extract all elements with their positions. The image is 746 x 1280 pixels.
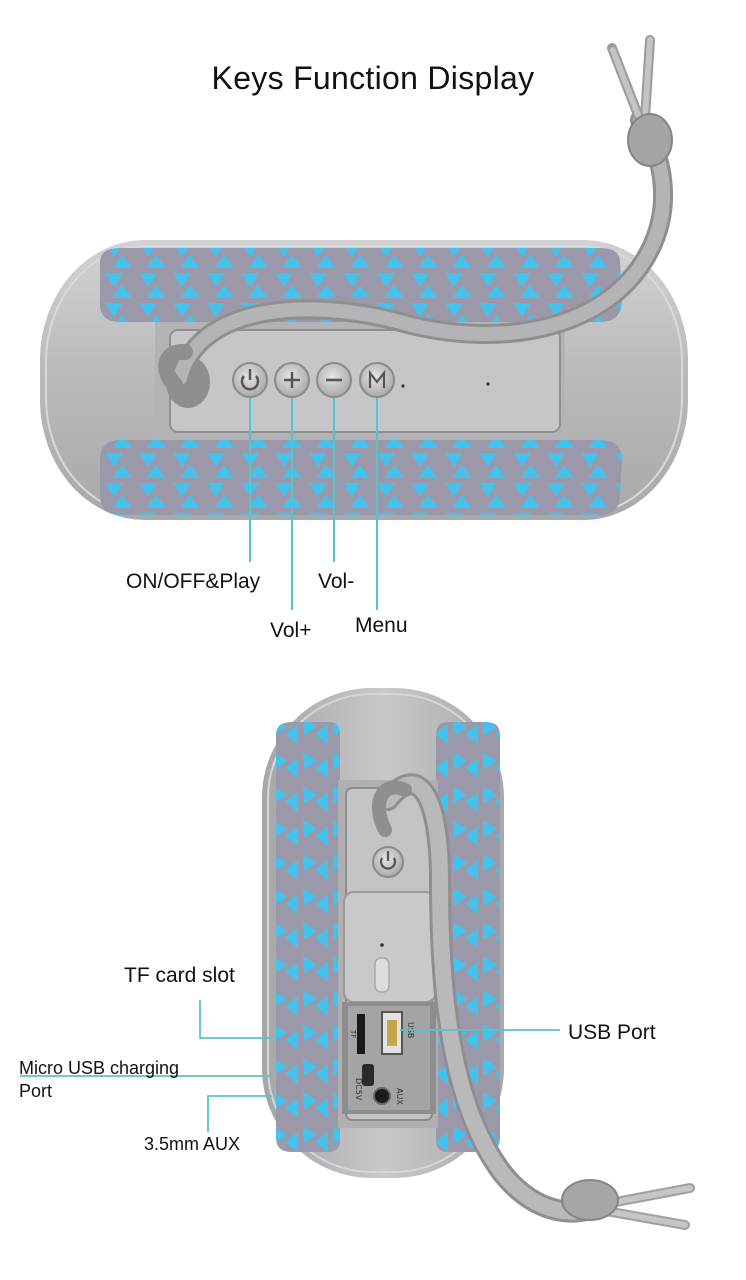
volume-down-button [316, 362, 352, 398]
label-micro-usb-line1: Micro USB charging [19, 1058, 180, 1078]
page-title: Keys Function Display [211, 60, 535, 96]
side-leader-lines [20, 1000, 560, 1132]
speaker-top-view [40, 35, 688, 610]
dc5v-marking: DC5V [354, 1078, 363, 1101]
label-micro-usb-line2: Port [19, 1081, 53, 1101]
strap-top [158, 35, 674, 393]
label-usb-port: USB Port [568, 1021, 656, 1044]
label-tf-card-slot: TF card slot [124, 964, 235, 987]
strap-side [372, 773, 695, 1230]
aux-marking: AUX [395, 1088, 404, 1105]
tf-marking: TF [349, 1029, 357, 1038]
top-leader-lines [249, 398, 378, 610]
label-vol-minus: Vol- [318, 570, 355, 593]
label-menu: Menu [355, 614, 408, 637]
power-button [232, 362, 268, 398]
label-on-off-play: ON/OFF&Play [126, 570, 261, 593]
label-vol-plus: Vol+ [270, 619, 312, 642]
volume-up-button [274, 362, 310, 398]
label-aux: 3.5mm AUX [144, 1134, 241, 1154]
menu-button [359, 362, 395, 398]
speaker-side-view: DC5V AUX USB TF [20, 688, 695, 1230]
